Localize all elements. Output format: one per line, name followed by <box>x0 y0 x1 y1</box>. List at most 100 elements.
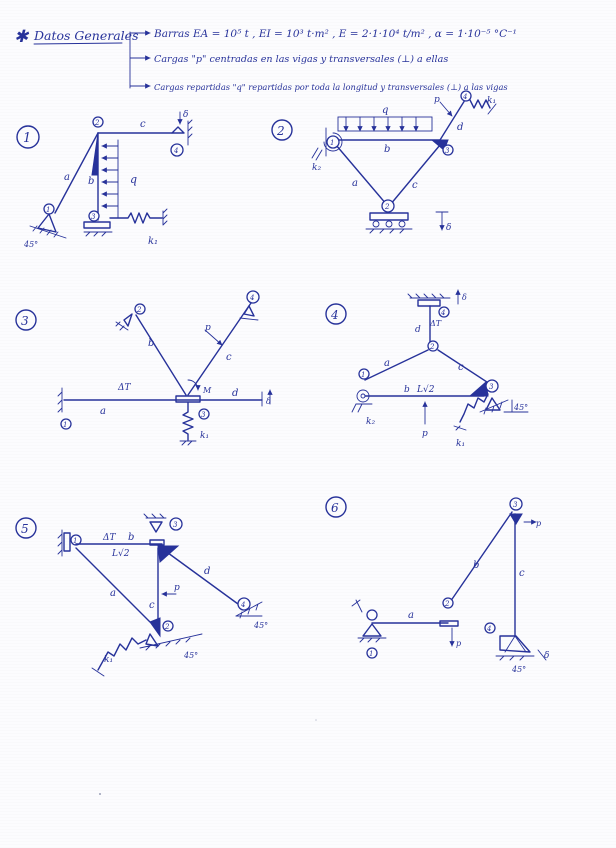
support-4 <box>499 635 531 653</box>
temp-label: ΔT <box>429 319 442 328</box>
bar-b-label: b <box>148 338 154 349</box>
support-1 <box>362 623 382 637</box>
support-3 <box>149 521 163 533</box>
support-4 <box>171 126 185 134</box>
title-underline <box>33 42 123 45</box>
header-line-3: Cargas repartidas "q" repartidas por tod… <box>154 82 508 92</box>
node-3 <box>442 144 454 156</box>
node-1 <box>70 534 82 546</box>
length-label: L√2 <box>111 548 130 559</box>
load-arrows <box>343 116 419 132</box>
problem-number: 5 <box>21 522 29 536</box>
scan-marks <box>99 719 317 795</box>
bar-a <box>364 349 429 381</box>
star-mark: ✱ <box>14 27 30 47</box>
node-3 <box>198 408 210 420</box>
spring-k2-label: k₂ <box>366 417 375 427</box>
point-load-label: p <box>174 583 180 593</box>
bar-d <box>439 99 466 141</box>
node-label-4: 4 <box>249 294 254 302</box>
distributed-load-box <box>337 116 433 132</box>
node-2 <box>92 116 104 128</box>
support-2 <box>123 313 133 327</box>
problem-4: 4 4 δ d ΔT 2 a c b L√2 1 3 k₂ p <box>325 289 529 449</box>
bar-a-label: a <box>384 358 390 369</box>
problem-5: 5 1 ΔT b 3 a L√2 c d p 4 45° <box>15 513 268 677</box>
angle-label-1: 45° <box>253 621 268 630</box>
spring-anchor <box>162 208 168 226</box>
bar-d-label: d <box>232 388 238 399</box>
problem-number-circle <box>325 303 347 325</box>
spring-k1-anchor <box>453 425 467 431</box>
header-bracket <box>129 31 141 89</box>
temp-label: ΔT <box>102 533 116 543</box>
top-support <box>417 299 441 307</box>
top-support-ceiling <box>407 293 451 299</box>
support-1 <box>63 532 71 552</box>
spring-anchor <box>91 667 105 677</box>
bar-c-label: c <box>458 362 464 373</box>
spring-anchor <box>487 103 497 115</box>
delta-label: δ <box>183 110 188 120</box>
node-3 <box>88 210 100 222</box>
support-1-ground <box>357 637 387 643</box>
node-4 <box>170 143 184 157</box>
node-label-3: 3 <box>445 147 450 155</box>
problem-number-circle <box>16 125 40 149</box>
bar-c <box>437 349 491 385</box>
point-load <box>439 101 453 117</box>
support-4-ground <box>239 317 259 321</box>
bar-b-label: b <box>404 385 410 395</box>
bar-d-label: d <box>415 325 421 335</box>
spring-k1 <box>469 99 491 109</box>
central-joint <box>175 395 201 403</box>
node-4 <box>246 290 260 304</box>
problem-number: 6 <box>331 501 339 515</box>
rigid-joint <box>468 381 489 397</box>
support-3-ceiling <box>143 513 167 519</box>
problem-number-circle <box>271 119 293 141</box>
bar-a <box>75 547 151 623</box>
node-label-1: 1 <box>369 650 373 658</box>
support-4 <box>243 305 255 317</box>
angle-label-2: 45° <box>183 651 198 660</box>
bar-c-label: c <box>226 352 232 363</box>
rigid-joint <box>91 132 99 176</box>
point-load-label: p <box>434 95 440 105</box>
node-label-4: 4 <box>462 93 467 101</box>
point-load-label: p <box>422 429 428 439</box>
spring-label: k₁ <box>104 655 113 665</box>
node-label-1: 1 <box>46 206 50 214</box>
point-load-label: p <box>205 323 211 333</box>
spring-k1-label: k₁ <box>456 439 465 449</box>
node-label-1: 1 <box>330 139 334 147</box>
bar-d-label: d <box>204 566 210 577</box>
problem-3: 3 δ 1 2 4 p M 3 k₁ ΔT a d <box>15 290 273 446</box>
angle-label: 45° <box>511 665 526 674</box>
problem-number-circle <box>325 496 347 518</box>
node-label-3: 3 <box>201 411 206 419</box>
problem-number: 1 <box>23 131 31 146</box>
angle-label: 45° <box>23 240 38 249</box>
node-label-3: 3 <box>173 521 178 529</box>
point-load <box>204 329 223 346</box>
node-3 <box>509 497 523 511</box>
load-label: q <box>130 173 137 186</box>
node-label-4: 4 <box>440 309 445 317</box>
node-label-3: 3 <box>513 501 518 509</box>
node-4 <box>438 306 450 318</box>
node-1 <box>358 368 370 380</box>
delta-mark <box>537 649 547 661</box>
node-1 <box>366 647 378 659</box>
spring-label: k₁ <box>148 236 158 247</box>
bar-c-label: c <box>140 119 146 130</box>
point-load-down-label: p <box>456 639 461 648</box>
node-2 <box>381 199 395 213</box>
bar-b-label: b <box>128 532 134 543</box>
support-2-ground <box>365 228 413 234</box>
bar-a <box>54 132 99 214</box>
header-title: Datos Generales <box>33 28 138 43</box>
problem-number-circle <box>15 309 37 331</box>
rigid-joint-bottom <box>149 617 161 638</box>
support-4-ground <box>235 601 263 619</box>
